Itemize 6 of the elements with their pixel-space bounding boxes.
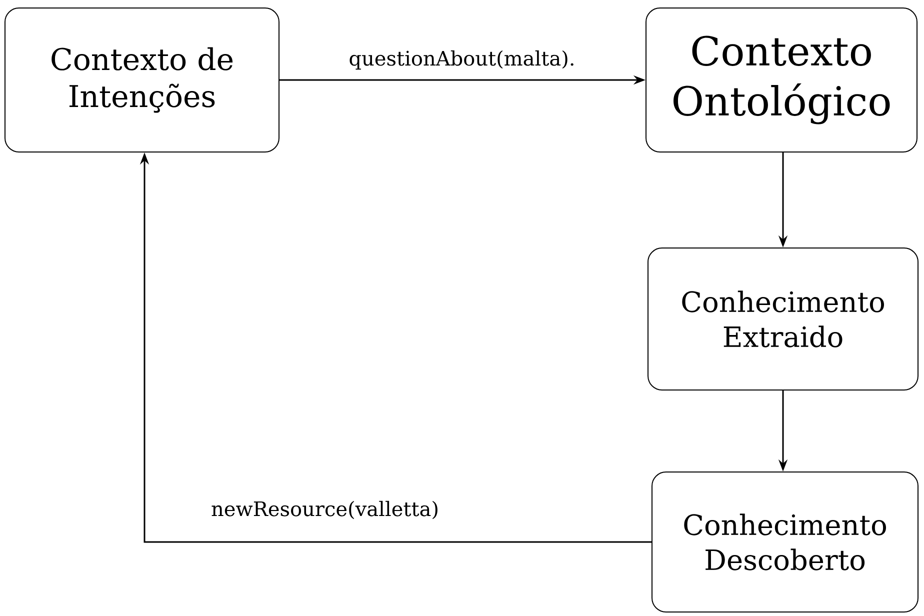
process-box: Conhecimento Descoberto	[652, 472, 918, 612]
process-box: Conhecimento Extraido	[648, 248, 918, 390]
process-box: Contexto Ontológico	[646, 8, 918, 152]
process-box: Contexto de Intenções	[4, 8, 280, 152]
edge-label: questionAbout(malta).	[348, 49, 576, 71]
edge-label: newResource(valletta)	[210, 500, 440, 520]
